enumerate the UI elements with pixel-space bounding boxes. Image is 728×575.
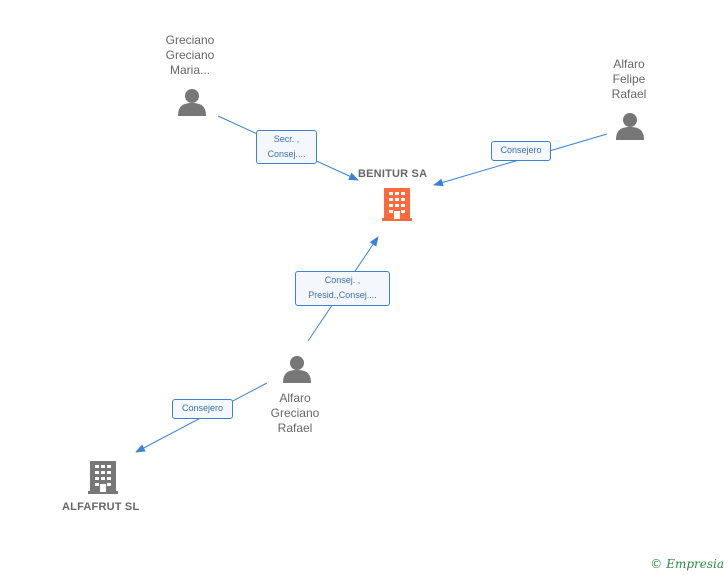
- person-label-line: Greciano: [270, 406, 320, 420]
- edge-label-line: Consej....: [267, 149, 306, 159]
- person-label-greciano[interactable]: Greciano Greciano Maria...: [150, 33, 230, 78]
- person-label-line: Greciano: [165, 33, 215, 47]
- company-label-benitur[interactable]: BENITUR SA: [358, 168, 428, 180]
- brand-logo: Empresia: [666, 557, 724, 571]
- copyright-icon: ©: [650, 557, 663, 571]
- person-label-line: Rafael: [277, 421, 313, 435]
- edge-label-line: Consejero: [500, 145, 542, 155]
- person-label-line: Alfaro: [613, 57, 645, 71]
- edge-label-greciano-benitur[interactable]: Secr. , Consej....: [256, 130, 317, 164]
- building-icon[interactable]: [88, 461, 118, 494]
- person-label-alfaro-greciano[interactable]: Alfaro Greciano Rafael: [255, 391, 335, 436]
- person-icon[interactable]: [616, 113, 644, 140]
- edge-label-felipe-benitur[interactable]: Consejero: [491, 141, 551, 161]
- person-label-line: Maria...: [169, 63, 210, 77]
- edge-label-line: Presid.,Consej....: [308, 290, 377, 300]
- edge-label-agreciano-benitur[interactable]: Consej. , Presid.,Consej....: [295, 271, 390, 306]
- edge-label-line: Consejero: [181, 403, 224, 413]
- person-label-line: Rafael: [611, 87, 647, 101]
- building-icon[interactable]: [382, 188, 412, 221]
- person-label-line: Greciano: [165, 48, 215, 62]
- edge-label-line: Secr. ,: [273, 134, 300, 144]
- edge-label-line: Consej. ,: [324, 275, 361, 285]
- person-label-alfaro-felipe[interactable]: Alfaro Felipe Rafael: [589, 57, 669, 102]
- company-label-alfafrut[interactable]: ALFAFRUT SL: [62, 501, 140, 513]
- edge-label-agreciano-alfafrut[interactable]: Consejero: [172, 399, 233, 419]
- footer-brand[interactable]: ©Empresia: [650, 557, 724, 571]
- person-label-line: Alfaro: [279, 391, 311, 405]
- person-icon[interactable]: [178, 89, 206, 116]
- person-label-line: Felipe: [612, 72, 646, 86]
- person-icon[interactable]: [283, 356, 311, 383]
